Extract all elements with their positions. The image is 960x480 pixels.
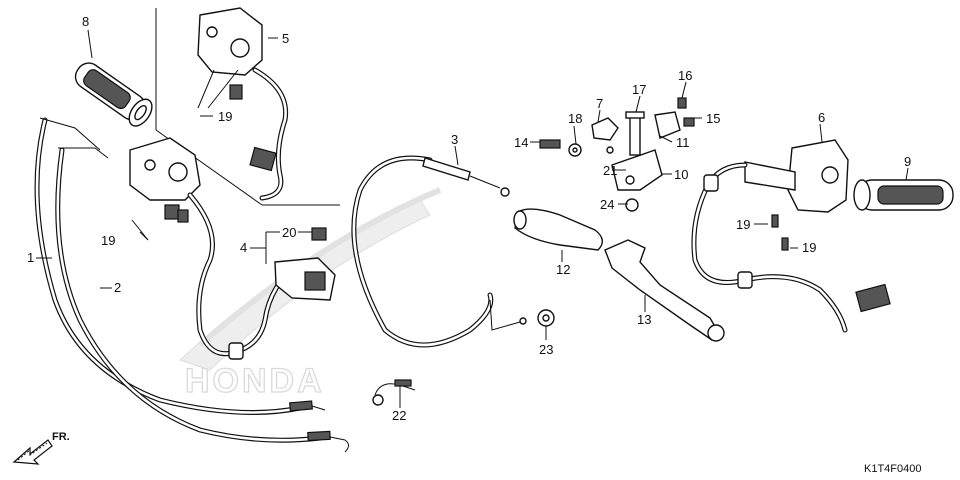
callout-3: 3 — [451, 132, 458, 147]
callout-22: 21 — [603, 163, 617, 178]
callout-18: 18 — [568, 111, 582, 126]
clutch-cable — [351, 155, 527, 348]
callout-5: 5 — [282, 31, 289, 46]
clutch-lever — [604, 239, 725, 342]
right-handlebar-switch — [691, 139, 891, 333]
callout-19-right-b: 19 — [802, 240, 816, 255]
leader-lines — [36, 29, 909, 408]
callout-16: 16 — [678, 68, 692, 83]
callout-15: 15 — [706, 111, 720, 126]
callout-1: 1 — [27, 250, 34, 265]
callout-17: 17 — [632, 82, 646, 97]
left-switch-inset — [197, 7, 289, 201]
lever-bracket — [539, 97, 695, 212]
nut — [537, 309, 555, 327]
watermark-text: HONDA — [185, 362, 325, 400]
left-grip — [74, 62, 153, 127]
callout-13: 13 — [637, 312, 651, 327]
callout-8: 8 — [82, 14, 89, 29]
callout-24: 24 — [600, 197, 614, 212]
left-handlebar-switch — [129, 137, 303, 360]
callout-23: 23 — [539, 342, 553, 357]
direction-label: FR. — [52, 431, 70, 443]
throttle-cables — [34, 117, 349, 453]
callout-11: 11 — [676, 135, 690, 150]
callout-4: 4 — [240, 240, 247, 255]
callout-10: 10 — [674, 167, 688, 182]
callout-19-upper: 19 — [218, 109, 232, 124]
switch-connector — [274, 227, 336, 301]
callout-2: 2 — [114, 280, 121, 295]
front-direction-indicator: FR. — [12, 431, 70, 465]
callout-9: 9 — [904, 154, 911, 169]
wire-harness — [372, 379, 416, 406]
callout-19-right-a: 19 — [736, 217, 750, 232]
callout-7: 7 — [596, 96, 603, 111]
lever-cover — [513, 208, 603, 251]
callout-labels: 8 5 19 1 2 19 4 20 3 18 7 17 16 15 14 11… — [27, 14, 911, 423]
callout-19-left: 19 — [101, 233, 115, 248]
right-grip — [853, 179, 954, 211]
callout-12: 12 — [556, 262, 570, 277]
drawing-code: K1T4F0400 — [864, 463, 921, 475]
callout-6: 6 — [818, 110, 825, 125]
callout-21: 20 — [282, 225, 296, 240]
callout-20: 22 — [392, 408, 406, 423]
callout-14: 14 — [514, 135, 528, 150]
